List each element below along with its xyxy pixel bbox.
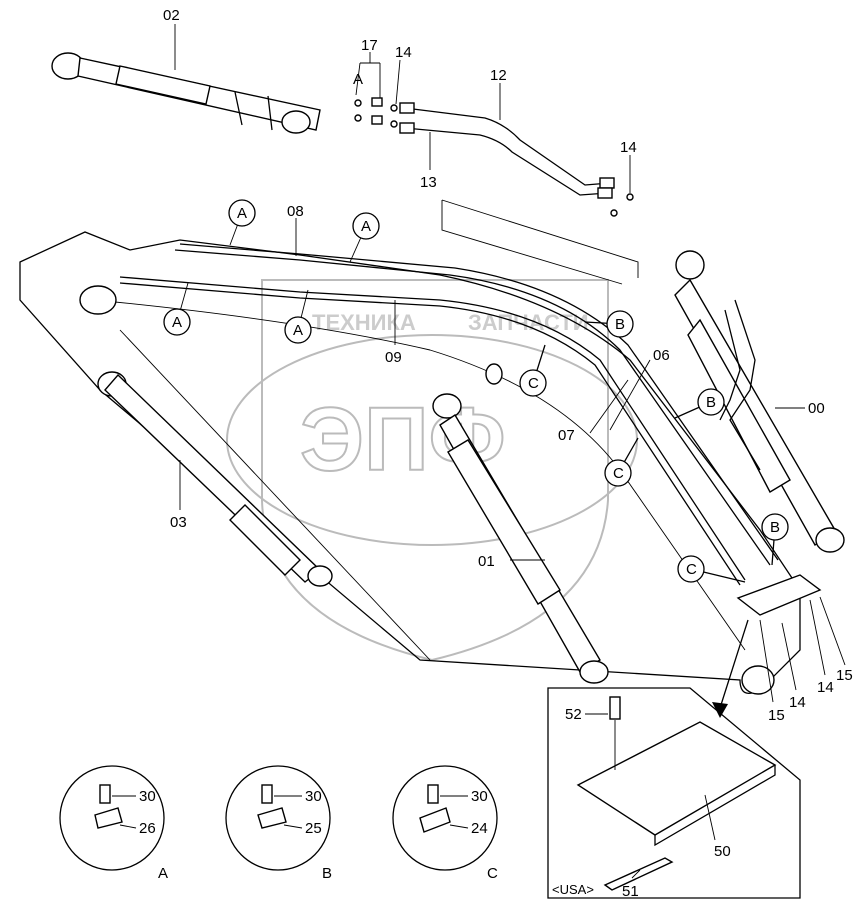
- callout-a: A: [284, 289, 312, 344]
- detail-c: 30 24 C: [392, 765, 498, 882]
- detail-a: 30 26 A: [59, 765, 168, 882]
- label: 24: [471, 820, 488, 837]
- callout-c: C: [677, 555, 746, 583]
- label: C: [613, 465, 624, 482]
- callout-b: B: [584, 310, 634, 338]
- label-14-b: 14: [817, 679, 834, 696]
- label-03: 03: [170, 514, 187, 531]
- label-01: 01: [478, 553, 495, 570]
- arm-cylinder-02: [51, 52, 321, 134]
- label-00: 00: [808, 400, 825, 417]
- watermark-text-left: ТЕХНИКА: [312, 310, 416, 335]
- callout-a: A: [228, 199, 256, 246]
- label: C: [528, 375, 539, 392]
- usa-inset: 52 50 51 <USA>: [547, 687, 801, 900]
- label-17-ref-a: A: [353, 71, 363, 88]
- label-17: 17: [361, 37, 378, 54]
- cylinder-03: [97, 371, 333, 587]
- label: B: [615, 316, 625, 333]
- label-15-a: 15: [768, 707, 785, 724]
- callout-b: B: [761, 513, 789, 566]
- label: A: [172, 314, 182, 331]
- label: C: [686, 561, 697, 578]
- label: 30: [471, 788, 488, 805]
- label: 26: [139, 820, 156, 837]
- label-13: 13: [420, 174, 437, 191]
- callout-c: C: [519, 344, 547, 397]
- label: A: [158, 865, 168, 882]
- bucket-cylinder-00: [674, 250, 845, 553]
- label: B: [706, 394, 716, 411]
- label-51: 51: [622, 883, 639, 900]
- callout-c: C: [604, 437, 639, 487]
- label-14-top: 14: [395, 44, 412, 61]
- label-09: 09: [385, 349, 402, 366]
- label: C: [487, 865, 498, 882]
- callout-a: A: [349, 212, 380, 263]
- label-14-a: 14: [789, 694, 806, 711]
- boom: [19, 231, 801, 695]
- callouts: A A A A B B B C C C: [163, 199, 789, 583]
- label: 30: [139, 788, 156, 805]
- label: A: [293, 322, 303, 339]
- callout-b: B: [674, 388, 725, 419]
- label-usa: <USA>: [552, 882, 594, 897]
- label: A: [237, 205, 247, 222]
- label-14-right: 14: [620, 139, 637, 156]
- label: A: [361, 218, 371, 235]
- boom-cylinder-01: [432, 363, 609, 684]
- detail-b: 30 25 B: [225, 765, 332, 882]
- label-08: 08: [287, 203, 304, 220]
- label: 25: [305, 820, 322, 837]
- label-12: 12: [490, 67, 507, 84]
- callout-a: A: [163, 282, 191, 336]
- label-52: 52: [565, 706, 582, 723]
- label-15-b: 15: [836, 667, 853, 684]
- label: 30: [305, 788, 322, 805]
- label-07: 07: [558, 427, 575, 444]
- label: B: [322, 865, 332, 882]
- label-02: 02: [163, 7, 180, 24]
- label-06: 06: [653, 347, 670, 364]
- label-50: 50: [714, 843, 731, 860]
- label: B: [770, 519, 780, 536]
